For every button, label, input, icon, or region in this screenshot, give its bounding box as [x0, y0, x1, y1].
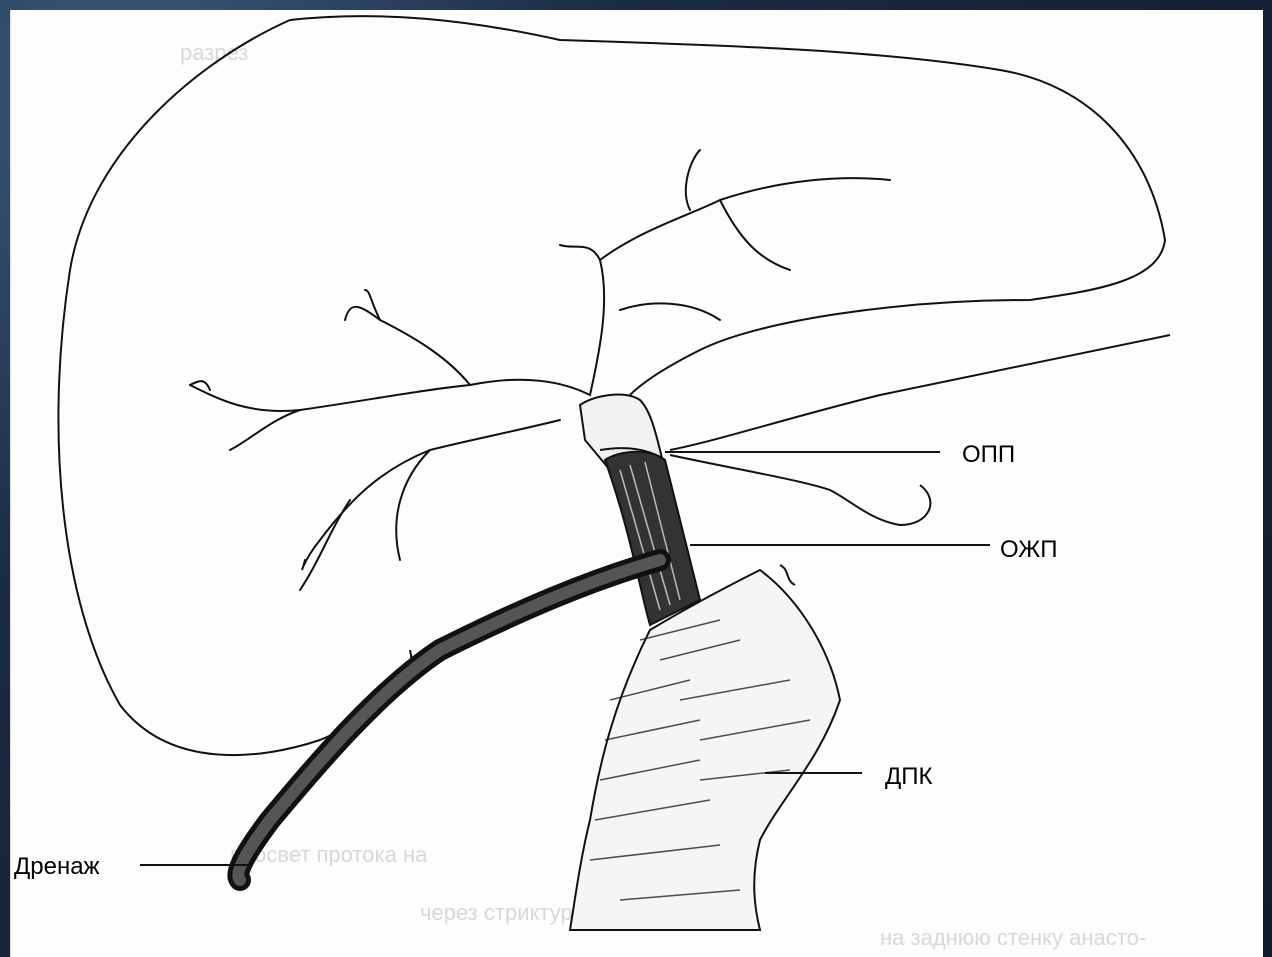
- common-bile-duct: [605, 452, 700, 625]
- label-dpk: ДПК: [885, 765, 932, 789]
- bile-duct-branches: [190, 150, 890, 590]
- label-drain: Дренаж: [14, 855, 100, 879]
- ghost-text-1: разрез: [180, 40, 248, 65]
- label-ozhp: ОЖП: [1000, 538, 1058, 562]
- ghost-text-4: на заднюю стенку анасто-: [880, 925, 1146, 950]
- gallbladder: [670, 455, 930, 525]
- liver-outline: [58, 16, 1170, 755]
- duodenum: [570, 565, 840, 930]
- label-opp: ОПП: [962, 443, 1015, 467]
- ghost-text-3: через стриктуру: [420, 900, 583, 925]
